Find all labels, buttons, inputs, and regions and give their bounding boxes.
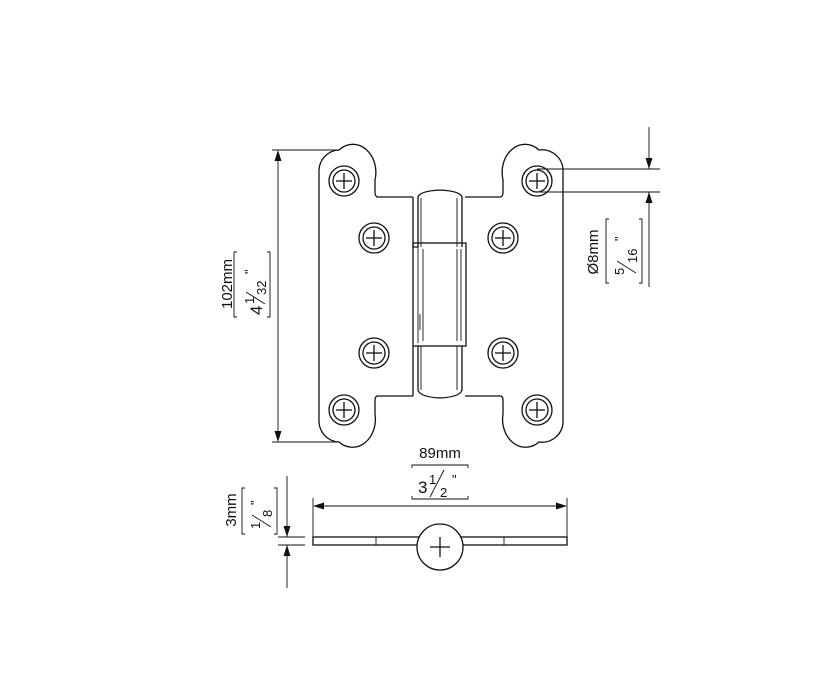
thickness-inch-numerator: 1 bbox=[248, 522, 263, 529]
thickness-inch-mark: " bbox=[248, 500, 263, 505]
height-inch-mark: " bbox=[242, 269, 257, 274]
width-inch-numerator: 1 bbox=[429, 472, 436, 487]
width-metric-label: 89mm bbox=[419, 445, 461, 462]
hinge-knuckle bbox=[412, 189, 467, 399]
screw-hole bbox=[487, 337, 519, 369]
height-inch-whole: 4 bbox=[247, 306, 266, 315]
hole-inch-mark: " bbox=[612, 236, 627, 241]
screw-hole bbox=[358, 222, 390, 254]
hole-diameter-dimension: Ø8mm 5 16 " bbox=[537, 127, 660, 287]
thickness-inch-denominator: 8 bbox=[260, 510, 275, 517]
width-inch-whole: 3 bbox=[418, 478, 427, 497]
left-leaf-outline bbox=[318, 143, 413, 448]
screw-hole bbox=[521, 394, 553, 426]
height-inch-denominator: 32 bbox=[254, 281, 269, 295]
screw-hole bbox=[328, 394, 360, 426]
height-metric-label: 102mm bbox=[219, 259, 236, 309]
right-leaf-outline bbox=[465, 143, 564, 448]
height-dimension: 102mm 4 1 32 " bbox=[219, 149, 338, 443]
hole-inch-numerator: 5 bbox=[612, 268, 627, 275]
height-inch-numerator: 1 bbox=[242, 297, 257, 304]
width-inch-mark: " bbox=[452, 472, 457, 487]
screw-hole bbox=[328, 165, 360, 197]
width-inch-denominator: 2 bbox=[440, 485, 447, 500]
screw-hole bbox=[521, 165, 553, 197]
hinge-front-view bbox=[318, 143, 564, 448]
hinge-edge-view bbox=[312, 523, 568, 571]
width-dimension: 89mm 3 1 2 " bbox=[312, 445, 568, 537]
thickness-dimension: 3mm 1 8 " bbox=[223, 476, 305, 588]
screw-hole bbox=[358, 337, 390, 369]
hole-diameter-metric-label: Ø8mm bbox=[585, 230, 602, 275]
screw-hole bbox=[487, 222, 519, 254]
thickness-metric-label: 3mm bbox=[223, 493, 240, 526]
hole-inch-denominator: 16 bbox=[625, 249, 640, 263]
